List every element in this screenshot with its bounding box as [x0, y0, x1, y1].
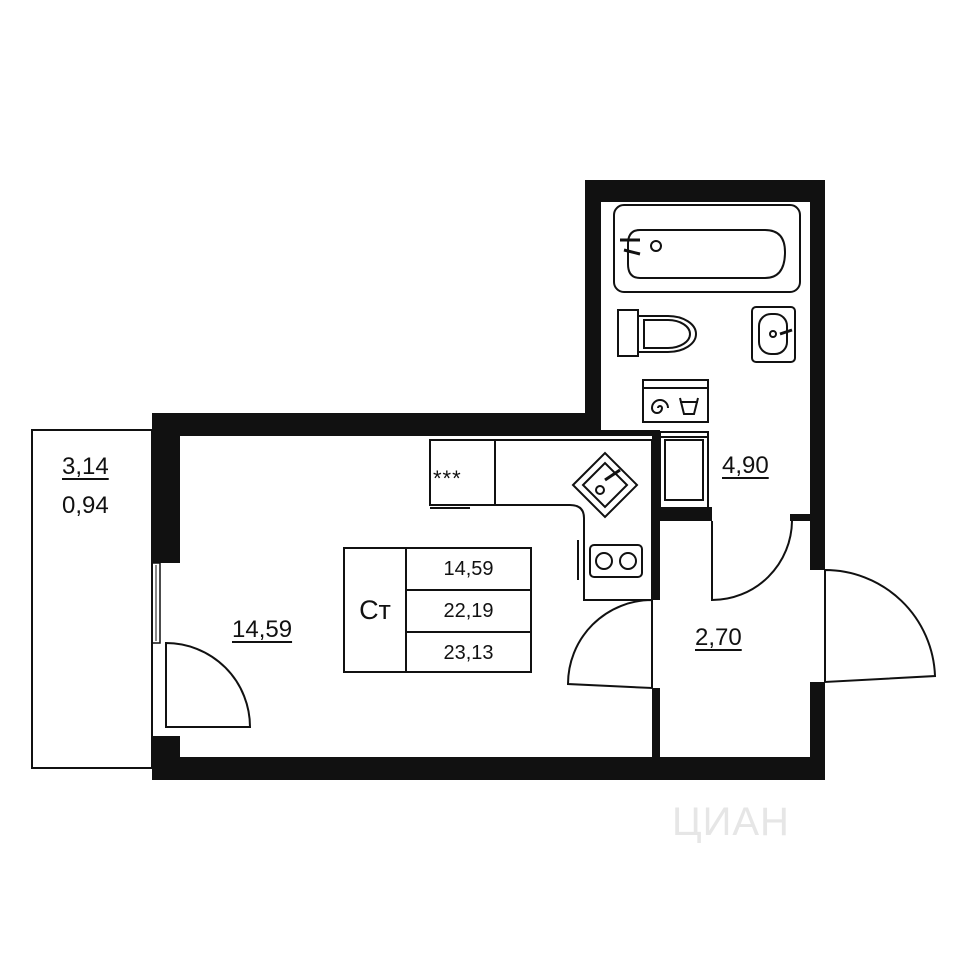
- entry-door-right: [824, 568, 937, 684]
- balcony-outline: [31, 429, 153, 769]
- sink-icon: [751, 306, 796, 363]
- stove-symbol: ***: [433, 466, 462, 491]
- balcony-reduced-area-label: 0,94: [62, 492, 109, 519]
- wall-bath-top: [585, 180, 825, 202]
- wall-bath-left: [585, 180, 601, 436]
- balcony-door: [165, 641, 252, 728]
- wall-right-lower: [810, 682, 825, 780]
- summary-total-with-balcony: 23,13: [443, 641, 494, 664]
- doors: [165, 520, 937, 728]
- balcony-window: [151, 562, 161, 644]
- wall-hall-left-lower: [652, 688, 660, 780]
- bath-door: [711, 520, 793, 602]
- entry-door-left: [566, 598, 653, 690]
- summary-total-area: 22,19: [407, 591, 530, 633]
- wall-partition-kitchen: [601, 430, 659, 436]
- wall-partition-bath-r: [790, 514, 810, 521]
- wall-hall-left-upper: [652, 430, 660, 600]
- kitchen-counter: [429, 439, 653, 601]
- wall-bottom-main: [152, 757, 825, 780]
- walls: [152, 180, 825, 780]
- washing-machine-icon: [642, 379, 709, 423]
- toilet-icon: [617, 309, 697, 357]
- watermark: ЦИАН: [672, 800, 790, 844]
- wall-left-upper: [152, 413, 180, 563]
- bathtub-icon: [613, 204, 801, 293]
- wall-left-lower: [152, 736, 180, 780]
- fridge-icon: [659, 431, 709, 509]
- wall-partition-bath: [656, 507, 712, 521]
- stove-icon: [589, 544, 643, 578]
- bathroom-area-label: 4,90: [722, 452, 769, 479]
- hall-area-label: 2,70: [695, 624, 742, 651]
- balcony-area-label: 3,14: [62, 453, 109, 480]
- summary-living-area: 14,59: [407, 549, 530, 591]
- wall-bath-right-upper: [810, 180, 825, 570]
- kitchen-sink-icon: [571, 451, 639, 519]
- wall-top-main: [152, 413, 601, 436]
- balcony: [31, 429, 161, 769]
- area-summary-table: Ст 14,59 22,19 23,13: [343, 547, 532, 673]
- living-area-label: 14,59: [232, 616, 293, 643]
- apartment-type-code: Ст: [345, 549, 407, 671]
